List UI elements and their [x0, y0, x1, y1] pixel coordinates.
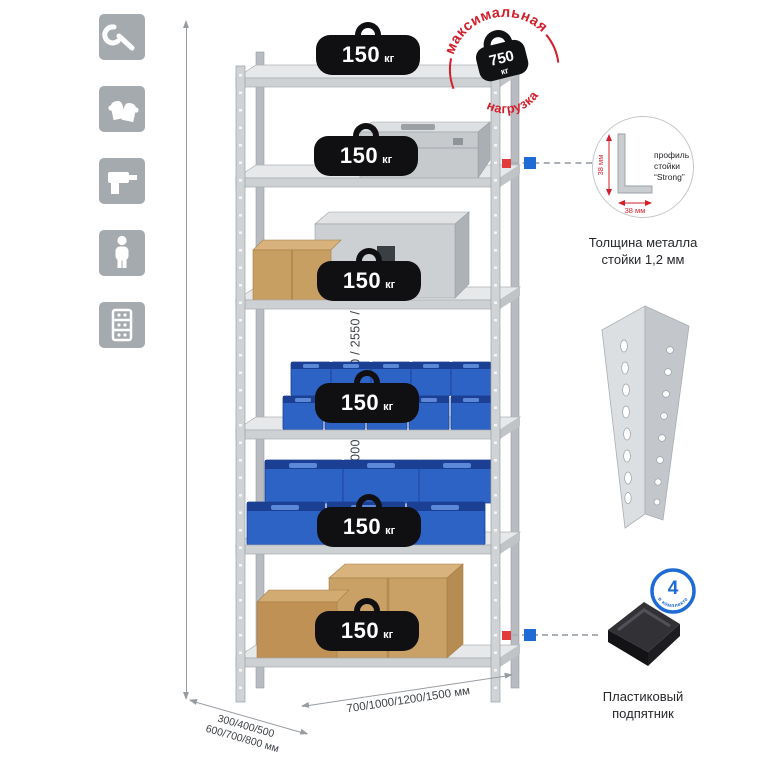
- weight-handle-icon: [353, 123, 379, 137]
- red-marker: [502, 159, 511, 168]
- profile-dim-vertical: 38 мм: [596, 154, 605, 175]
- weight-handle-icon: [356, 494, 382, 508]
- person-icon: [99, 230, 145, 276]
- max-load-stamp: максимальная нагрузка 750 кг: [437, 4, 560, 122]
- profile-caption: Толщина металла стойки 1,2 мм: [588, 235, 698, 267]
- post-round-holes: [653, 346, 674, 506]
- depth-dimension: 300/400/500 600/700/800 мм: [182, 700, 308, 762]
- rack-icon: [99, 302, 145, 348]
- kit-count-value: 4: [668, 578, 679, 599]
- plastic-foot-image: [608, 602, 680, 666]
- blue-marker: [524, 157, 536, 169]
- profile-label-2: стойки: [654, 161, 680, 171]
- weight-handle-icon: [356, 248, 382, 262]
- corner-post-image: [601, 305, 690, 529]
- stamp-unit: кг: [500, 65, 510, 77]
- height-dimension-line: 1600 / 1850 / 2000 / 2200 / 2350 / 2550 …: [183, 20, 363, 700]
- profile-connector-line: [512, 162, 592, 164]
- gloves-icon: [99, 86, 145, 132]
- profile-callout-circle: 38 мм 38 мм профиль стойки “Strong”: [592, 116, 694, 218]
- wrench-icon: [99, 14, 145, 60]
- post-slot-holes: [620, 339, 632, 504]
- weight-body-icon: [475, 39, 529, 82]
- profile-label-1: профиль: [654, 150, 690, 160]
- profile-section-icon: [617, 133, 652, 193]
- drill-icon: [99, 158, 145, 204]
- weight-handle-icon: [355, 22, 381, 36]
- weight-handle-icon: [483, 30, 513, 49]
- weight-handle-icon: [354, 370, 380, 384]
- shelf-2: [234, 121, 522, 188]
- foot-connector-line: [512, 634, 598, 636]
- svg-text:нагрузка: нагрузка: [482, 85, 544, 122]
- red-marker: [502, 631, 511, 640]
- stamp-arc-bottom-text: нагрузка: [482, 85, 544, 122]
- profile-dim-horizontal: 38 мм: [624, 206, 645, 215]
- kit-count-badge: 4 в комплекте: [650, 568, 696, 614]
- shelf-4: [234, 361, 522, 440]
- profile-label-3: “Strong”: [654, 172, 685, 182]
- foot-caption: Пластиковый подпятник: [602, 689, 684, 721]
- stamp-value: 750: [487, 47, 515, 70]
- blue-marker: [524, 629, 536, 641]
- weight-handle-icon: [354, 598, 380, 612]
